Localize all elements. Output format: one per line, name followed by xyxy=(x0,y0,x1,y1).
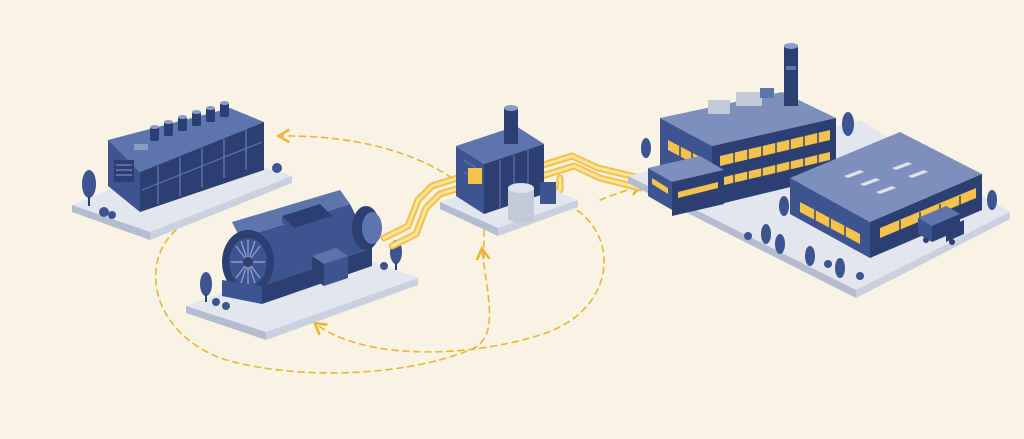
generator-platform-right xyxy=(150,176,292,240)
flow-loop-right xyxy=(316,204,605,353)
flow-loop-left xyxy=(154,229,490,374)
turbine-generator-icon xyxy=(222,190,382,304)
generator-platform-left xyxy=(72,205,150,240)
annex-building-icon xyxy=(648,156,724,216)
engine-block-icon xyxy=(108,101,264,212)
tree-icon xyxy=(82,163,282,219)
tree-icon xyxy=(641,112,997,280)
turbine-generator-unit xyxy=(186,190,418,340)
factory-campus xyxy=(628,43,1010,298)
warehouse-icon xyxy=(790,132,982,258)
substation-icon xyxy=(456,105,556,223)
power-conduits xyxy=(380,152,644,250)
turbine-platform-right xyxy=(266,278,418,340)
diesel-generator-unit xyxy=(72,101,292,240)
substation-unit xyxy=(440,105,578,236)
turbine-platform-left xyxy=(186,306,266,340)
flow-loop-top xyxy=(280,136,453,179)
turbine-platform-top xyxy=(186,250,418,332)
truck-icon xyxy=(918,206,964,245)
